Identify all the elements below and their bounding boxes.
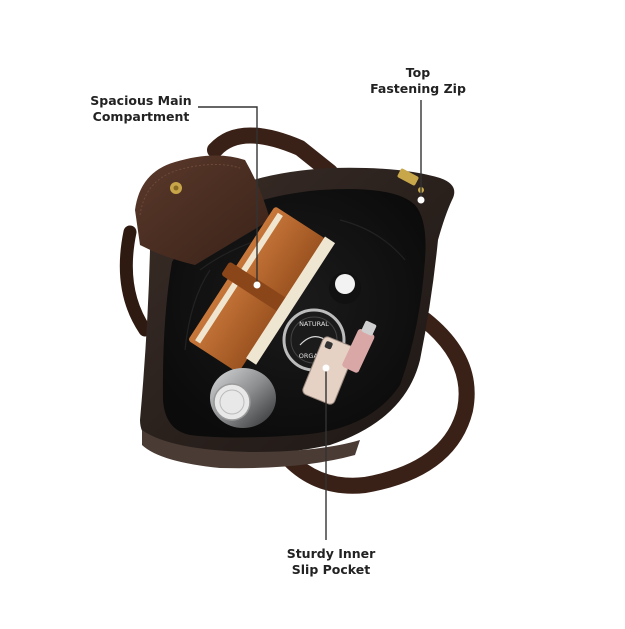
- callout-pocket-line1: Sturdy Inner: [286, 546, 376, 561]
- callout-inner-pocket: Sturdy Inner Slip Pocket: [283, 546, 379, 578]
- jar: [329, 272, 361, 304]
- callout-line-main: [198, 106, 258, 285]
- callout-main-compartment: Spacious Main Compartment: [86, 93, 196, 125]
- callout-main-line1: Spacious Main: [90, 93, 192, 108]
- perfume-bottle: [342, 320, 377, 373]
- tin-text-bottom: ORGANIC: [299, 352, 330, 360]
- callout-zip-line2: Fastening Zip: [370, 81, 466, 96]
- snap-button-icon: [170, 182, 182, 194]
- front-strap: [282, 312, 475, 494]
- callout-main-line2: Compartment: [92, 109, 190, 124]
- callout-dots: [253, 196, 425, 372]
- bag-bottom-edge: [142, 430, 360, 469]
- bag-flap: [135, 155, 270, 265]
- callout-pocket-line2: Slip Pocket: [291, 562, 371, 577]
- notebook: [189, 207, 325, 372]
- callout-lines: [198, 100, 422, 540]
- back-strap: [119, 127, 338, 337]
- callout-top-zip: Top Fastening Zip: [368, 65, 468, 97]
- phone: [302, 336, 356, 405]
- water-bottle: [210, 368, 276, 428]
- callout-zip-line1: Top: [405, 65, 431, 80]
- tin-text-top: NATURAL: [299, 320, 329, 328]
- notebook-pages: [246, 236, 336, 365]
